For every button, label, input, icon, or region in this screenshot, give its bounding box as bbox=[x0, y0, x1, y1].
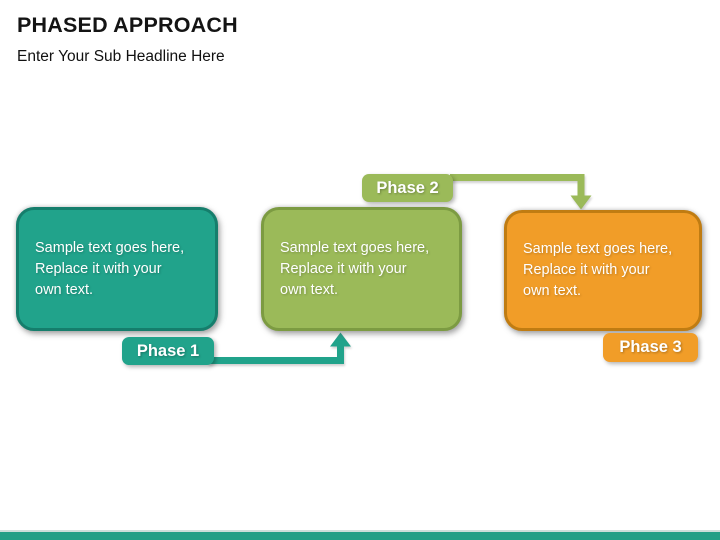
phase1-to-phase2-arrow-icon bbox=[208, 332, 351, 364]
text-line: Replace it with your bbox=[523, 262, 650, 278]
phase-3-box-text: Sample text goes here, Replace it with y… bbox=[507, 239, 682, 302]
text-line: Sample text goes here, bbox=[35, 239, 185, 256]
text-line: Sample text goes here, bbox=[523, 241, 673, 257]
phase-2-label-badge: Phase 2 bbox=[362, 174, 453, 202]
phase-3-label-badge: Phase 3 bbox=[603, 333, 698, 362]
page-subtitle: Enter Your Sub Headline Here bbox=[17, 48, 225, 65]
phase-1-box: Sample text goes here, Replace it with y… bbox=[16, 207, 218, 331]
phase-1-label-badge: Phase 1 bbox=[122, 337, 214, 365]
text-line: own text. bbox=[280, 281, 339, 298]
phase2-to-phase3-arrow-icon bbox=[450, 174, 592, 210]
text-line: Replace it with your bbox=[280, 260, 407, 277]
phase-2-box-text: Sample text goes here, Replace it with y… bbox=[264, 238, 439, 301]
text-line: own text. bbox=[523, 283, 582, 299]
footer-accent-bar bbox=[0, 530, 720, 540]
text-line: own text. bbox=[35, 281, 94, 298]
text-line: Replace it with your bbox=[35, 260, 162, 277]
phase-2-box: Sample text goes here, Replace it with y… bbox=[261, 207, 462, 331]
page-title: PHASED APPROACH bbox=[17, 13, 238, 37]
text-line: Sample text goes here, bbox=[280, 239, 430, 256]
phase-3-box: Sample text goes here, Replace it with y… bbox=[504, 210, 702, 331]
phase-1-box-text: Sample text goes here, Replace it with y… bbox=[19, 238, 194, 301]
